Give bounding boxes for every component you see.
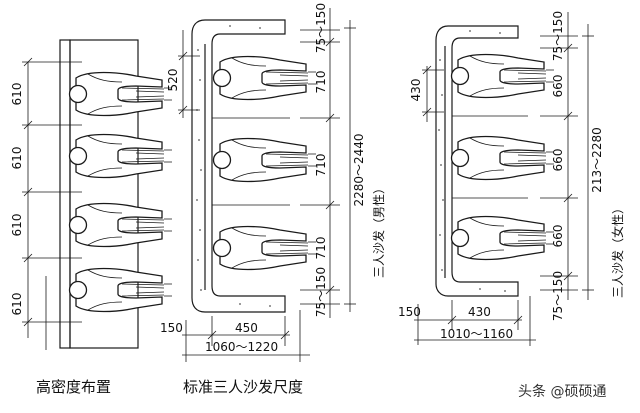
spacing-label: 610 — [10, 83, 24, 106]
seated-figure — [68, 267, 173, 313]
seat-width-label: 660 — [551, 149, 565, 172]
seated-figure — [212, 55, 317, 101]
seated-figure — [68, 71, 173, 117]
seat-width-label: 710 — [314, 154, 328, 177]
seated-figure — [212, 225, 317, 271]
total-length-label: 2280～2440 — [352, 133, 366, 206]
sofa-type-label: 三人沙发（男性） — [371, 182, 386, 278]
seated-figure — [212, 137, 317, 183]
caption-high-density: 高密度布置 — [36, 378, 111, 396]
seat-depth-label: 450 — [235, 321, 258, 335]
overall-depth-label: 1010～1160 — [440, 327, 513, 341]
high-density-layout: 610 610 610 610 高密度布置 — [10, 39, 173, 396]
end-gap-label: 75～150 — [551, 11, 565, 61]
seated-figure — [450, 53, 555, 99]
end-gap-label: 75～150 — [314, 267, 328, 317]
seated-figure — [68, 133, 173, 179]
caption-standard: 标准三人沙发尺度 — [183, 378, 303, 396]
total-length-label: 213～2280 — [590, 127, 604, 192]
seated-figure — [450, 215, 555, 261]
seat-depth-label: 430 — [468, 305, 491, 319]
seat-width-label: 710 — [314, 237, 328, 260]
seat-width-label: 660 — [551, 225, 565, 248]
seated-figure — [68, 202, 173, 248]
end-gap-label: 75～150 — [551, 271, 565, 321]
back-depth-label: 520 — [166, 69, 180, 92]
overall-depth-label: 1060～1220 — [205, 340, 278, 354]
arm-width-label: 150 — [160, 321, 183, 335]
end-gap-label: 75～150 — [314, 3, 328, 53]
back-depth-label: 430 — [409, 79, 423, 102]
standard-sofa-male: 520 75～150 710 710 710 75～150 2280～2440 … — [160, 3, 386, 396]
spacing-label: 610 — [10, 293, 24, 316]
watermark: 头条 @硕硕通 — [518, 383, 606, 400]
seated-figure — [450, 135, 555, 181]
arm-width-label: 150 — [398, 305, 421, 319]
spacing-label: 610 — [10, 147, 24, 170]
sofa-type-label: 三人沙发（女性） — [610, 202, 625, 298]
standard-sofa-female: 430 75～150 660 660 660 75～150 213～2280 三… — [398, 11, 625, 346]
seat-width-label: 660 — [551, 75, 565, 98]
spacing-label: 610 — [10, 214, 24, 237]
seat-width-label: 710 — [314, 71, 328, 94]
